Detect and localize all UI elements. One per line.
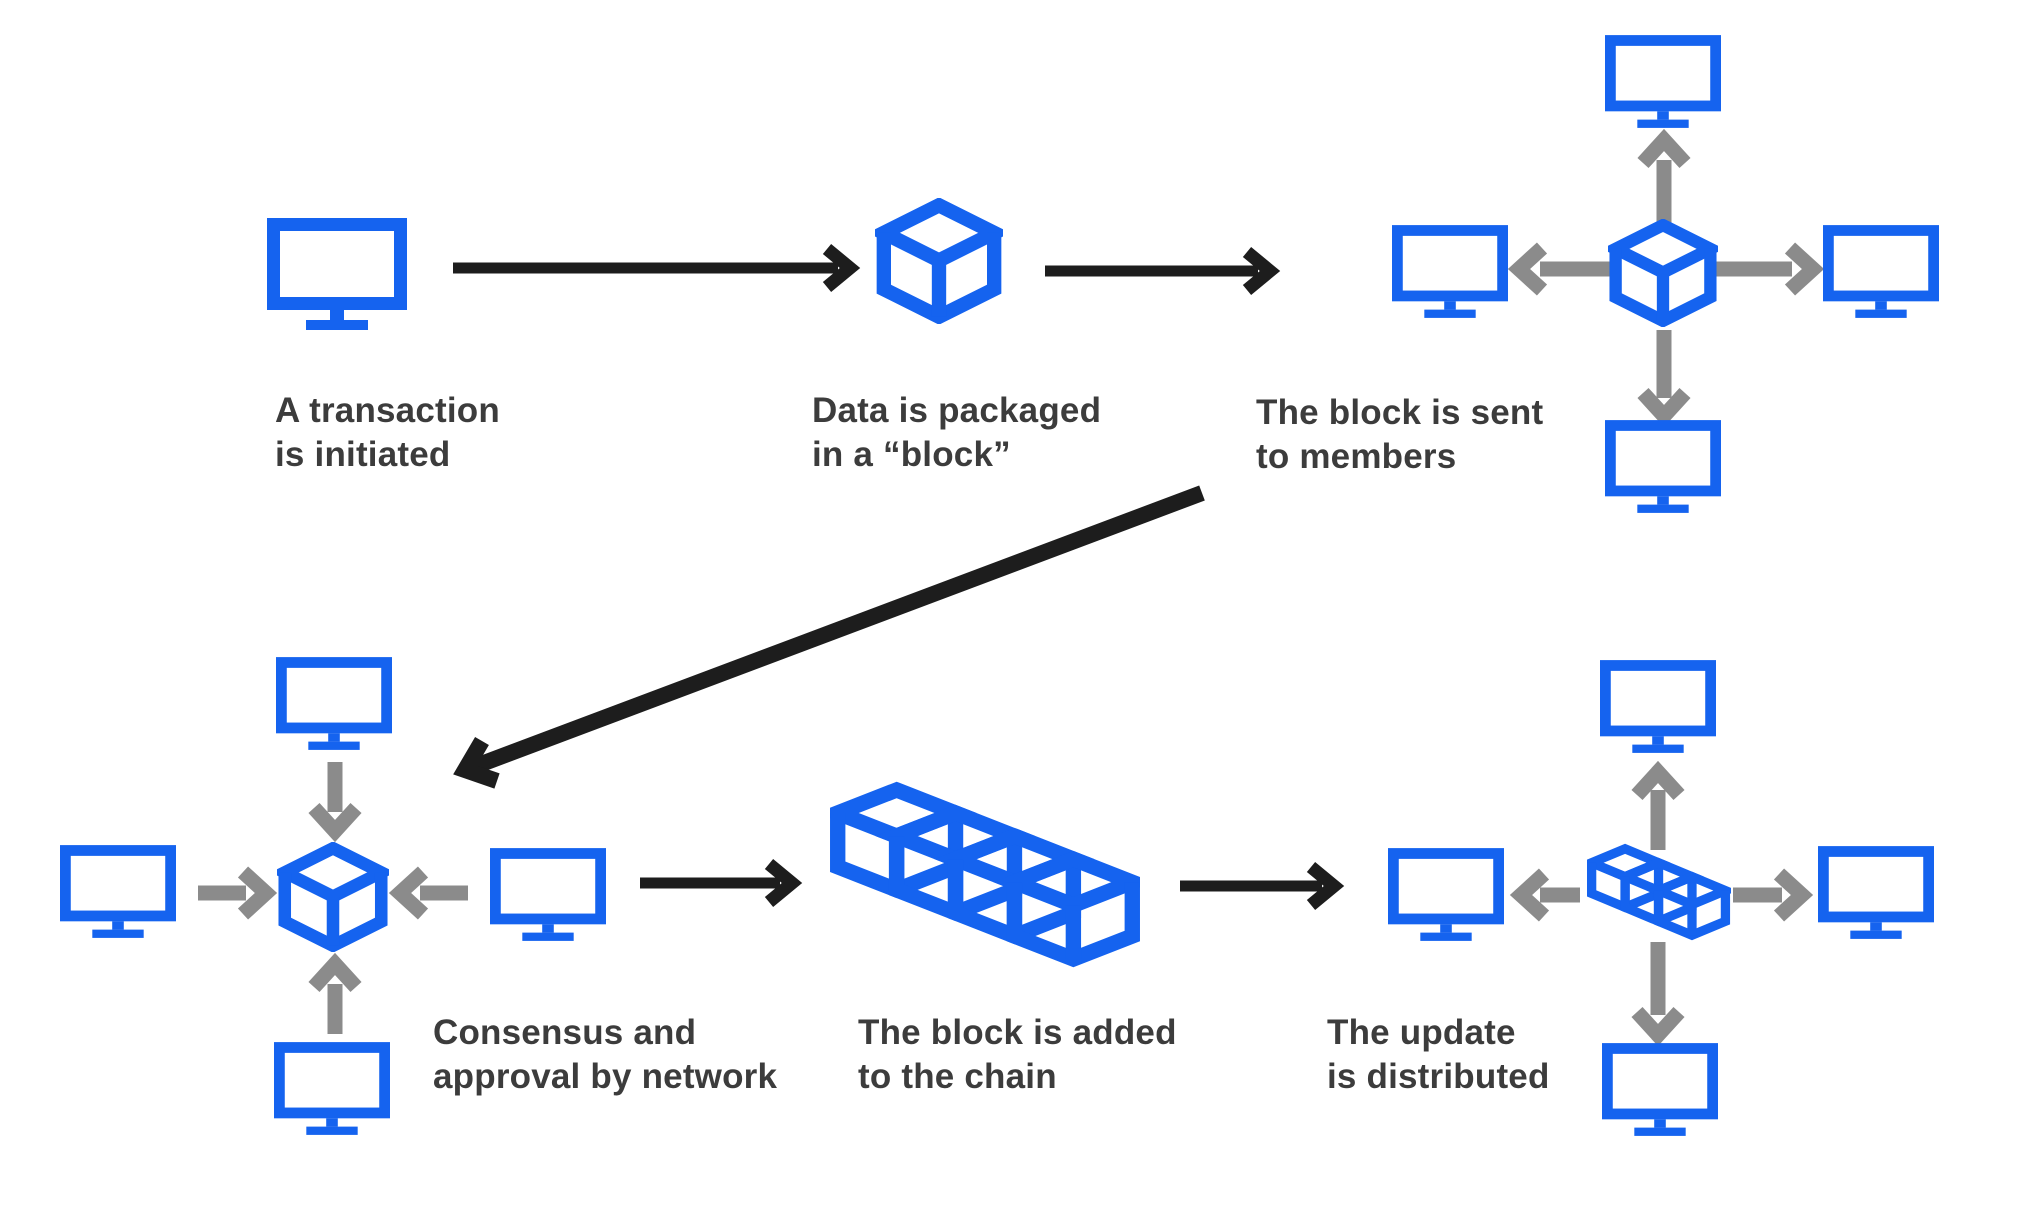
cluster3-arrow-up <box>1631 760 1685 850</box>
step6-label: The update is distributed <box>1327 1011 1550 1099</box>
cluster2-left-monitor-icon <box>60 845 176 938</box>
step3-label-line2: to members <box>1256 437 1457 476</box>
step1-label-line1: A transaction <box>275 391 500 430</box>
step3-label: The block is sent to members <box>1256 391 1543 479</box>
step6-label-line1: The update <box>1327 1013 1516 1052</box>
cluster3-arrow-right <box>1733 868 1814 922</box>
cluster1-bottom-monitor-icon <box>1605 420 1721 513</box>
arrow-block-to-network <box>1045 246 1281 296</box>
cluster3-bottom-monitor-icon <box>1602 1043 1718 1136</box>
step4-label-line2: approval by network <box>433 1057 778 1096</box>
cluster1-arrow-left <box>1507 242 1612 296</box>
cluster1-arrow-right <box>1716 242 1825 296</box>
cluster3-arrow-left <box>1509 868 1580 922</box>
arrow-transaction-to-block <box>453 243 861 293</box>
cluster3-left-monitor-icon <box>1388 848 1504 941</box>
step5-blockchain-icon <box>830 781 1140 968</box>
step4-label-line1: Consensus and <box>433 1013 697 1052</box>
cluster2-top-monitor-icon <box>276 657 392 750</box>
cluster2-arrow-from-bottom <box>308 952 362 1034</box>
step2-block-cube-icon <box>875 198 1003 324</box>
step4-label: Consensus and approval by network <box>433 1011 777 1099</box>
cluster2-hub-block-cube-icon <box>277 842 389 952</box>
cluster1-arrow-up <box>1637 128 1691 226</box>
cluster2-arrow-from-left <box>198 866 278 920</box>
cluster1-hub-block-cube-icon <box>1608 219 1718 327</box>
arrow-consensus-to-chain <box>640 858 803 908</box>
arrow-chain-to-distribution <box>1180 861 1345 911</box>
cluster2-arrow-from-right <box>388 866 468 920</box>
cluster1-right-monitor-icon <box>1823 225 1939 318</box>
step1-label: A transaction is initiated <box>275 389 500 477</box>
cluster3-right-monitor-icon <box>1818 846 1934 939</box>
step3-label-line1: The block is sent <box>1256 393 1544 432</box>
step1-computer-monitor-icon <box>267 218 407 330</box>
cluster3-top-monitor-icon <box>1600 660 1716 753</box>
cluster2-arrow-from-top <box>308 762 362 843</box>
cluster1-arrow-down <box>1637 330 1691 428</box>
cluster1-top-monitor-icon <box>1605 35 1721 128</box>
step6-label-line2: is distributed <box>1327 1057 1550 1096</box>
step5-label: The block is added to the chain <box>858 1011 1177 1099</box>
cluster2-bottom-monitor-icon <box>274 1042 390 1135</box>
cluster1-left-monitor-icon <box>1392 225 1508 318</box>
step5-label-line2: to the chain <box>858 1057 1057 1096</box>
step2-label-line1: Data is packaged <box>812 391 1102 430</box>
step1-label-line2: is initiated <box>275 435 451 474</box>
cluster2-right-monitor-icon <box>490 848 606 941</box>
step2-label: Data is packaged in a “block” <box>812 389 1101 477</box>
cluster3-arrow-down <box>1631 942 1685 1047</box>
cluster3-hub-mini-blockchain-icon <box>1587 843 1731 941</box>
step2-label-line2: in a “block” <box>812 435 1011 474</box>
arrow-network-to-consensus-diagonal <box>453 485 1205 789</box>
step5-label-line1: The block is added <box>858 1013 1177 1052</box>
